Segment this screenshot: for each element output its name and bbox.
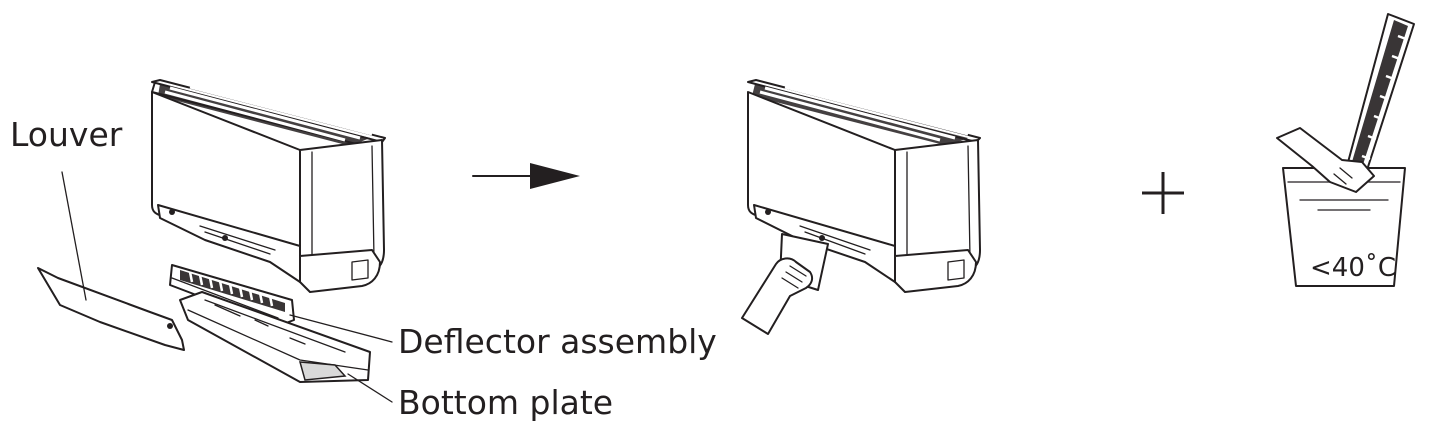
bottom-plate-leader xyxy=(348,374,392,402)
bottom-plate-label: Bottom plate xyxy=(398,383,613,422)
arrow-right-icon xyxy=(473,163,580,189)
deflector-assembly-label: Deflector assembly xyxy=(398,322,717,361)
plus-icon xyxy=(1142,172,1184,214)
hand-with-cloth xyxy=(742,234,828,334)
washing-bucket xyxy=(1277,14,1414,286)
louver-part xyxy=(38,268,184,350)
louver-label: Louver xyxy=(10,115,123,154)
water-temperature-label: <40˚C xyxy=(1310,253,1396,283)
